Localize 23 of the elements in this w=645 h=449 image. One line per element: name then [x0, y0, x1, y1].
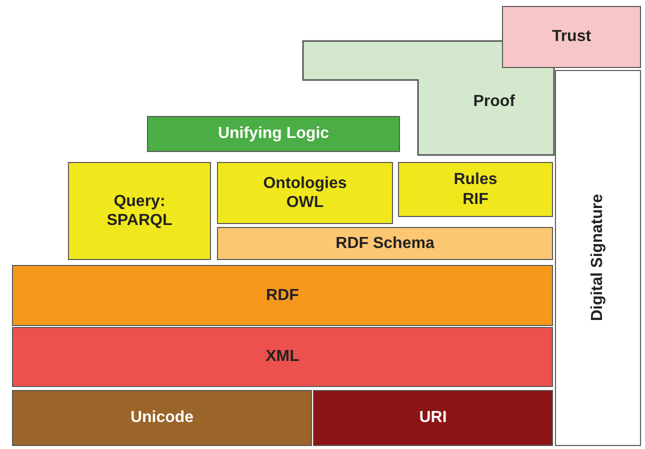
- layer-label: Unifying Logic: [218, 124, 330, 144]
- layer-box: [555, 70, 641, 446]
- layer-box: [313, 390, 553, 446]
- layer-label: URI: [419, 408, 447, 428]
- layer-label: XML: [266, 347, 300, 367]
- layer-box: [217, 227, 553, 260]
- layer-label: Ontologies OWL: [262, 174, 348, 212]
- layer-box: [217, 162, 393, 224]
- layer-label: Rules RIF: [452, 170, 498, 209]
- layer-label: Query: SPARQL: [106, 192, 174, 230]
- layer-label: Proof: [473, 92, 515, 112]
- layer-label: RDF: [266, 286, 299, 306]
- layer-box: [398, 162, 553, 217]
- layer-box: [12, 390, 312, 446]
- layer-box: [12, 265, 553, 326]
- layer-box: [12, 327, 553, 387]
- layer-label: Trust: [552, 27, 592, 47]
- layer-box: [502, 6, 641, 68]
- layer-label: Unicode: [130, 408, 194, 428]
- layer-label: RDF Schema: [336, 234, 434, 254]
- layer-box: [147, 116, 400, 152]
- layer-box: [68, 162, 211, 260]
- layer-label: Digital Signature: [588, 194, 608, 322]
